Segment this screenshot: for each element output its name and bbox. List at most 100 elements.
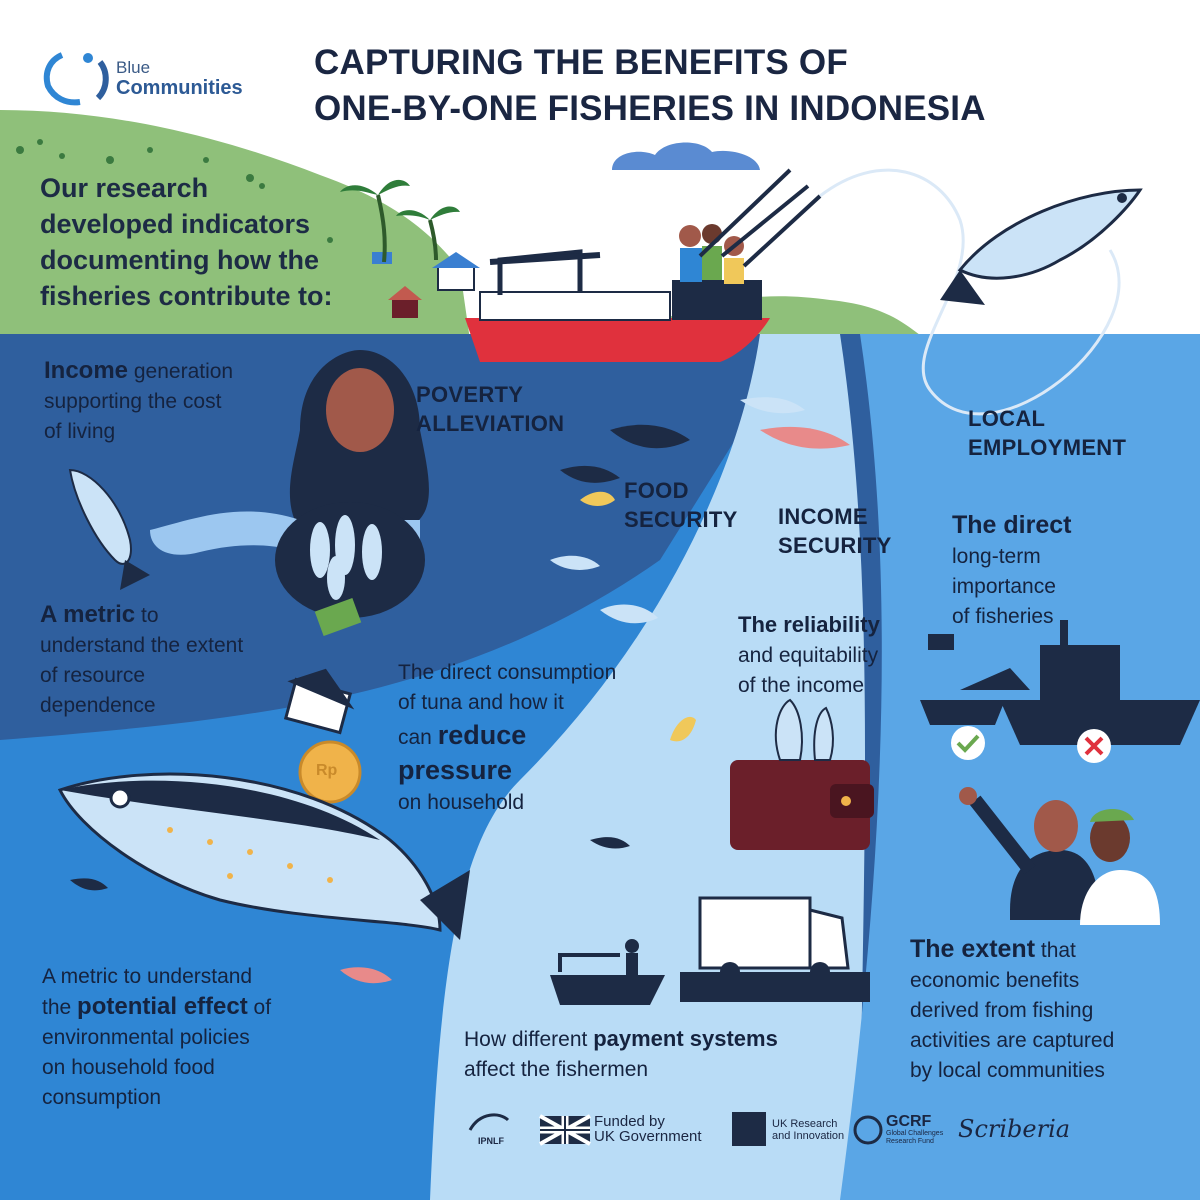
theme-label: INCOME — [778, 504, 868, 529]
indicator-long-term-importance: The direct long-term importance of fishe… — [952, 508, 1132, 632]
big-tuna-illustration — [57, 772, 470, 940]
fish-school — [70, 424, 690, 891]
indicator-text: consumption — [42, 1086, 162, 1109]
house-icon — [432, 252, 480, 291]
indicator-local-capture: The extent that economic benefits derive… — [910, 932, 1180, 1086]
theme-label: SECURITY — [624, 507, 738, 532]
small-boat-illustration — [550, 939, 665, 1005]
indicator-text: to — [135, 604, 159, 627]
house-icon — [372, 252, 392, 264]
indicator-text: A metric to understand — [42, 965, 253, 988]
theme-label: POVERTY — [416, 382, 524, 407]
indicator-text: generation — [128, 360, 234, 383]
indicator-resource-dependence: A metric to understand the extent of res… — [40, 600, 310, 721]
footer-text: GCRF — [886, 1113, 932, 1130]
uk-flag-icon — [539, 1114, 591, 1146]
brand-line-1: Blue — [116, 58, 151, 77]
green-hill-left — [0, 110, 470, 340]
theme-label: SECURITY — [778, 533, 892, 558]
indicator-keyword: The extent — [910, 935, 1036, 963]
palm-leaves-icon — [340, 179, 460, 220]
harbour-boats-illustration — [920, 620, 1200, 745]
theme-local-employment: LOCAL EMPLOYMENT — [968, 404, 1126, 462]
footer-text: UK Government — [594, 1128, 702, 1145]
indicator-income: Income generation supporting the cost of… — [44, 356, 304, 447]
indicator-text: can — [398, 726, 438, 749]
indicator-text: economic benefits — [910, 969, 1080, 992]
indicator-text: derived from fishing — [910, 999, 1094, 1022]
indicator-text: of tuna and how it — [398, 691, 564, 714]
theme-income-security: INCOME SECURITY — [778, 502, 892, 560]
indicator-text: dependence — [40, 694, 156, 717]
indicator-text: the — [42, 996, 78, 1019]
indicator-text: of living — [44, 420, 116, 443]
indicator-keyword: pressure — [398, 755, 513, 785]
wallet-icon — [730, 698, 874, 850]
tuna-fish-illustration — [940, 188, 1143, 305]
check-mark-icon — [956, 734, 980, 753]
indicator-text: on household food — [42, 1056, 215, 1079]
indicator-text: and equitability — [738, 644, 879, 667]
theme-poverty-alleviation: POVERTY ALLEVIATION — [416, 380, 564, 438]
indicator-text: affect the fishermen — [464, 1058, 649, 1081]
indicator-text: How different — [464, 1028, 594, 1051]
ipnlf-logo-icon — [468, 1113, 510, 1131]
gcrf-logo-icon — [853, 1115, 883, 1145]
fish-school — [550, 397, 805, 624]
indicator-keyword: A metric — [40, 601, 136, 628]
indicator-text: of the income — [738, 674, 865, 697]
check-icon — [951, 726, 985, 760]
footer-text: Research Fund — [886, 1138, 934, 1145]
indicator-keyword: payment systems — [593, 1026, 778, 1051]
cloud — [612, 142, 760, 170]
theme-food-security: FOOD SECURITY — [624, 476, 738, 534]
title-line-1: CAPTURING THE BENEFITS OF — [314, 43, 848, 82]
two-men-illustration — [959, 787, 1160, 925]
fishing-boat-illustration — [465, 168, 822, 362]
theme-label: FOOD — [624, 478, 689, 503]
indicator-text: of — [247, 996, 272, 1019]
indicator-tuna-consumption: The direct consumption of tuna and how i… — [398, 658, 678, 818]
fish-school — [340, 426, 850, 984]
indicator-text: long-term — [952, 545, 1041, 568]
theme-label: EMPLOYMENT — [968, 435, 1127, 460]
title-line-2: ONE-BY-ONE FISHERIES IN INDONESIA — [314, 89, 986, 128]
theme-label: LOCAL — [968, 406, 1046, 431]
house-icon — [283, 668, 355, 735]
indicator-keyword: Income — [44, 357, 129, 384]
cross-mark-icon — [1084, 736, 1104, 756]
right-sea — [840, 334, 1200, 1200]
delivery-truck-illustration — [680, 896, 870, 1002]
indicator-text: activities are captured — [910, 1029, 1115, 1052]
indicator-keyword: The direct — [952, 511, 1072, 539]
gcrf-logo-text: GCRF Global Challenges Research Fund — [886, 1114, 943, 1146]
foliage-dots — [16, 139, 333, 243]
blue-communities-logo-icon — [43, 52, 109, 106]
ukri-logo-text: UK Research and Innovation — [772, 1118, 844, 1142]
intro-line: developed indicators — [40, 209, 311, 239]
indicator-text: by local communities — [910, 1059, 1105, 1082]
page-title: CAPTURING THE BENEFITS OF ONE-BY-ONE FIS… — [314, 40, 1174, 132]
ukri-logo-icon — [732, 1112, 766, 1146]
footer-text: and Innovation — [772, 1130, 845, 1142]
indicator-keyword: The reliability — [738, 612, 880, 637]
indicator-keyword: potential effect — [77, 993, 248, 1020]
intro-text: Our research developed indicators docume… — [40, 170, 400, 314]
palm-tree-icon — [376, 194, 438, 263]
intro-line: fisheries contribute to: — [40, 281, 333, 311]
footer-text: UK Research — [772, 1118, 838, 1130]
fish-school — [580, 491, 696, 742]
fishing-line — [819, 168, 1121, 416]
footer-text: Funded by — [594, 1113, 665, 1130]
scriberia-logo-text: Scriberia — [958, 1115, 1071, 1143]
theme-label: ALLEVIATION — [416, 411, 565, 436]
woman-holding-fish-illustration — [68, 350, 429, 637]
intro-line: Our research — [40, 173, 209, 203]
indicator-income-reliability: The reliability and equitability of the … — [738, 610, 928, 701]
indicator-text: of fisheries — [952, 605, 1054, 628]
house-icon — [388, 286, 422, 318]
indicator-policy-effect: A metric to understand the potential eff… — [42, 962, 342, 1113]
coin-icon — [298, 740, 362, 804]
